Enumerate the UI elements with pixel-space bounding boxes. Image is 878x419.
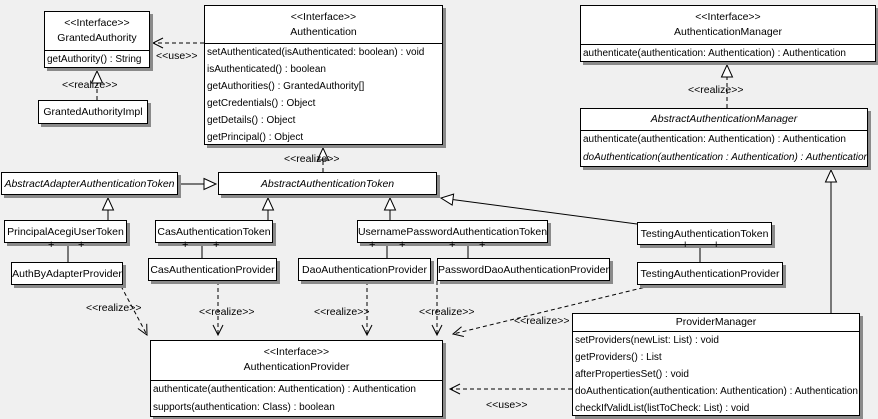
class-name: GrantedAuthority <box>57 32 137 44</box>
method: setProviders(newList: List) : void <box>575 335 719 346</box>
class-header: <<Interface>> GrantedAuthority <box>45 12 149 51</box>
realize-label: <<realize>> <box>314 306 370 318</box>
method: isAuthenticated() : boolean <box>207 64 326 75</box>
multiplicity-plus: + <box>182 239 189 251</box>
class-name: AuthenticationManager <box>674 26 782 38</box>
stereotype-label: <<Interface>> <box>290 11 357 23</box>
use-label: <<use>> <box>486 399 528 411</box>
stereotype-label: <<Interface>> <box>695 11 761 23</box>
method: authenticate(authentication: Authenticat… <box>153 384 416 395</box>
use-label: <<use>> <box>156 50 198 62</box>
class-header: <<Interface>> Authentication <box>205 6 442 44</box>
method: authenticate(authentication: Authenticat… <box>583 134 846 145</box>
realize-label: <<realize>> <box>419 306 475 318</box>
class-username-password-authentication-token: UsernamePasswordAuthenticationToken <box>357 220 548 243</box>
class-name: TestingAuthenticationToken <box>640 227 769 240</box>
multiplicity-plus: + <box>449 239 456 251</box>
method: getPrincipal() : Object <box>207 132 304 143</box>
method: doAuthentication(authentication: Authent… <box>575 386 858 397</box>
multiplicity-plus: + <box>48 239 55 251</box>
class-name: PrincipalAcegiUserToken <box>7 225 124 238</box>
multiplicity-plus: + <box>399 239 406 251</box>
method: supports(authentication: Class) : boolea… <box>153 402 335 413</box>
realize-label: <<realize>> <box>62 79 118 91</box>
class-name: CasAuthenticationToken <box>157 225 271 238</box>
multiplicity-plus: + <box>78 239 85 251</box>
class-name: PasswordDaoAuthenticationProvider <box>438 263 610 276</box>
class-name: ProviderManager <box>573 314 859 332</box>
class-password-dao-authentication-provider: PasswordDaoAuthenticationProvider <box>437 258 610 281</box>
class-name: GrantedAuthorityImpl <box>43 106 143 118</box>
method: getAuthorities() : GrantedAuthority[] <box>207 81 365 92</box>
class-dao-authentication-provider: DaoAuthenticationProvider <box>298 258 431 281</box>
method: getCredentials() : Object <box>207 98 316 109</box>
class-name: CasAuthenticationProvider <box>150 263 275 276</box>
class-principal-acegi-user-token: PrincipalAcegiUserToken <box>4 220 127 243</box>
class-provider-manager: ProviderManager setProviders(newList: Li… <box>572 313 860 416</box>
method: checkIfValidList(listToCheck: List) : vo… <box>575 403 750 414</box>
method: doAuthentication(authentication : Authen… <box>583 152 867 163</box>
method: getProviders() : List <box>575 352 662 363</box>
class-granted-authority: <<Interface>> GrantedAuthority getAuthor… <box>44 11 150 68</box>
multiplicity-plus: + <box>479 239 486 251</box>
class-name: AuthByAdapterProvider <box>12 267 122 280</box>
class-testing-authentication-token: TestingAuthenticationToken <box>637 222 772 245</box>
class-cas-authentication-provider: CasAuthenticationProvider <box>148 258 277 281</box>
realize-label: <<realize>> <box>86 302 142 314</box>
class-abstract-authentication-manager: AbstractAuthenticationManager authentica… <box>580 108 868 167</box>
multiplicity-plus: + <box>369 239 376 251</box>
class-name: AbstractAuthenticationToken <box>260 177 395 190</box>
method: afterPropertiesSet() : void <box>575 369 689 380</box>
class-granted-authority-impl: GrantedAuthorityImpl <box>38 100 148 124</box>
class-name: DaoAuthenticationProvider <box>302 263 427 276</box>
class-header: <<Interface>> AuthenticationProvider <box>151 341 442 381</box>
stereotype-label: <<Interface>> <box>263 346 330 358</box>
realize-label: <<realize>> <box>514 315 570 327</box>
method: getAuthority() : String <box>47 54 142 65</box>
class-auth-by-adapter-provider: AuthByAdapterProvider <box>11 262 123 285</box>
class-name: TestingAuthenticationProvider <box>640 267 780 280</box>
class-name: AbstractAdapterAuthenticationToken <box>4 177 175 190</box>
class-cas-authentication-token: CasAuthenticationToken <box>155 220 273 243</box>
realize-label: <<realize>> <box>284 153 340 165</box>
class-name: UsernamePasswordAuthenticationToken <box>357 225 548 238</box>
multiplicity-plus: + <box>213 239 220 251</box>
realize-label: <<realize>> <box>688 84 744 96</box>
class-header: <<Interface>> AuthenticationManager <box>581 6 875 45</box>
method: setAuthenticated(isAuthenticated: boolea… <box>207 47 425 58</box>
class-authentication-manager: <<Interface>> AuthenticationManager auth… <box>580 5 876 62</box>
class-authentication-provider: <<Interface>> AuthenticationProvider aut… <box>150 340 443 417</box>
multiplicity-plus: + <box>682 239 689 251</box>
class-name: AbstractAuthenticationManager <box>581 109 867 131</box>
stereotype-label: <<Interface>> <box>64 17 130 29</box>
class-abstract-adapter-authentication-token: AbstractAdapterAuthenticationToken <box>1 172 178 195</box>
class-name: AuthenticationProvider <box>243 361 350 373</box>
multiplicity-plus: + <box>713 239 720 251</box>
realize-label: <<realize>> <box>199 306 255 318</box>
class-abstract-authentication-token: AbstractAuthenticationToken <box>218 172 437 195</box>
class-authentication: <<Interface>> Authentication setAuthenti… <box>204 5 443 145</box>
method: authenticate(authentication: Authenticat… <box>583 48 846 59</box>
class-testing-authentication-provider: TestingAuthenticationProvider <box>637 262 783 285</box>
class-name: Authentication <box>290 26 357 38</box>
method: getDetails() : Object <box>207 115 296 126</box>
